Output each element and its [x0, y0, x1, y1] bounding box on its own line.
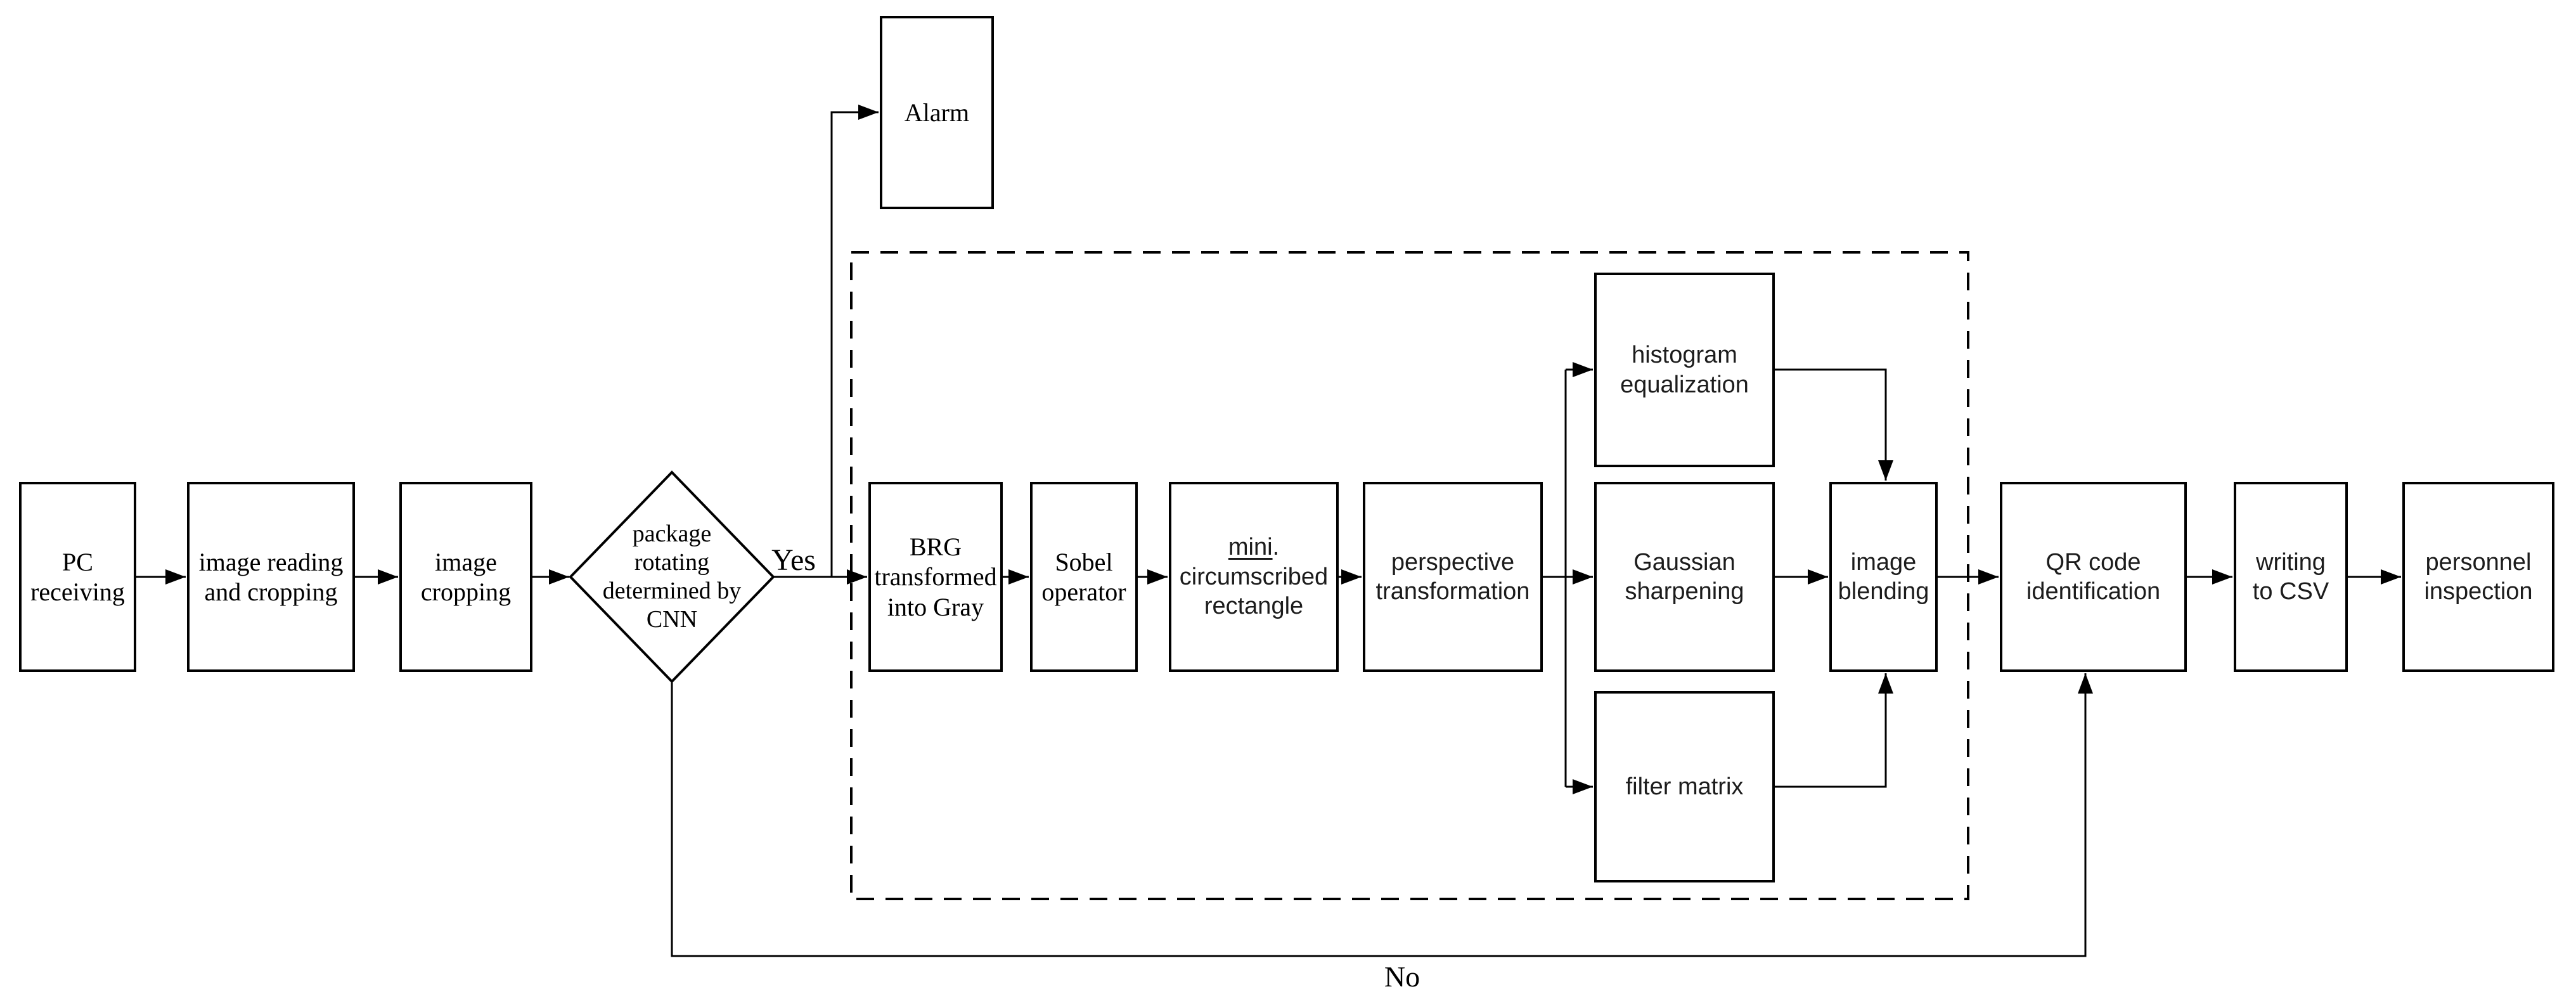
- edge-decision-no-to-qr: [671, 673, 2093, 957]
- node-brg-transformed-into-gray: BRG transformed into Gray: [868, 482, 1003, 672]
- node-alarm-label: Alarm: [904, 98, 970, 127]
- node-sobel-label: Sobel operator: [1041, 547, 1126, 606]
- mini-word-wrap: mini.: [1228, 534, 1279, 560]
- node-image-cropping-label: image cropping: [420, 547, 512, 606]
- node-sobel-operator: Sobel operator: [1030, 482, 1138, 672]
- edge-label-no: No: [1384, 960, 1420, 993]
- node-perspective-transformation: perspective transformation: [1363, 482, 1543, 672]
- cnn-decision-text: package rotating determined by CNN: [602, 520, 742, 633]
- mini-rest-text: circumscribed rectangle: [1179, 563, 1329, 620]
- node-alarm: Alarm: [880, 16, 994, 209]
- edge-label-yes: Yes: [771, 543, 816, 577]
- node-image-cropping: image cropping: [399, 482, 532, 672]
- node-personnel-inspection: personnel inspection: [2402, 482, 2554, 672]
- node-gaussian-label: Gaussian sharpening: [1625, 548, 1744, 605]
- node-csv-label: writing to CSV: [2252, 548, 2329, 605]
- node-histogram-label: histogram equalization: [1620, 342, 1749, 398]
- node-mini-label: mini. circumscribed rectangle: [1171, 503, 1336, 650]
- node-image-blending: image blending: [1829, 482, 1938, 672]
- node-histogram-equalization: histogram equalization: [1594, 273, 1775, 467]
- edge-filter-matrix-to-blending: [1775, 673, 1893, 788]
- edge-yes-branch-to-alarm: [830, 105, 879, 577]
- node-perspective-label: perspective transformation: [1375, 548, 1530, 605]
- edge-branch-trunk: [1543, 370, 1567, 787]
- node-cnn-decision-label: package rotating determined by CNN: [577, 501, 767, 653]
- node-pc-receiving: PC receiving: [19, 482, 136, 672]
- node-qr-code-identification: QR code identification: [2000, 482, 2187, 672]
- mini-underlined-word: mini: [1228, 534, 1273, 561]
- node-writing-to-csv: writing to CSV: [2234, 482, 2348, 672]
- node-filter-matrix: filter matrix: [1594, 691, 1775, 882]
- node-pc-receiving-label: PC receiving: [30, 547, 125, 606]
- mini-dot: .: [1272, 534, 1280, 561]
- node-image-reading-and-cropping: image reading and cropping: [187, 482, 355, 672]
- node-image-reading-and-cropping-label: image reading and cropping: [198, 547, 344, 606]
- node-filter-matrix-label: filter matrix: [1625, 773, 1744, 800]
- node-brg-label: BRG transformed into Gray: [874, 533, 997, 621]
- node-personnel-label: personnel inspection: [2424, 548, 2533, 605]
- dashed-region-border: [850, 251, 1969, 900]
- node-qr-label: QR code identification: [2026, 548, 2161, 605]
- node-mini-circumscribed-rectangle: mini. circumscribed rectangle: [1169, 482, 1339, 672]
- edge-histogram-to-blending: [1775, 368, 1893, 481]
- node-gaussian-sharpening: Gaussian sharpening: [1594, 482, 1775, 672]
- node-image-blending-label: image blending: [1838, 548, 1929, 605]
